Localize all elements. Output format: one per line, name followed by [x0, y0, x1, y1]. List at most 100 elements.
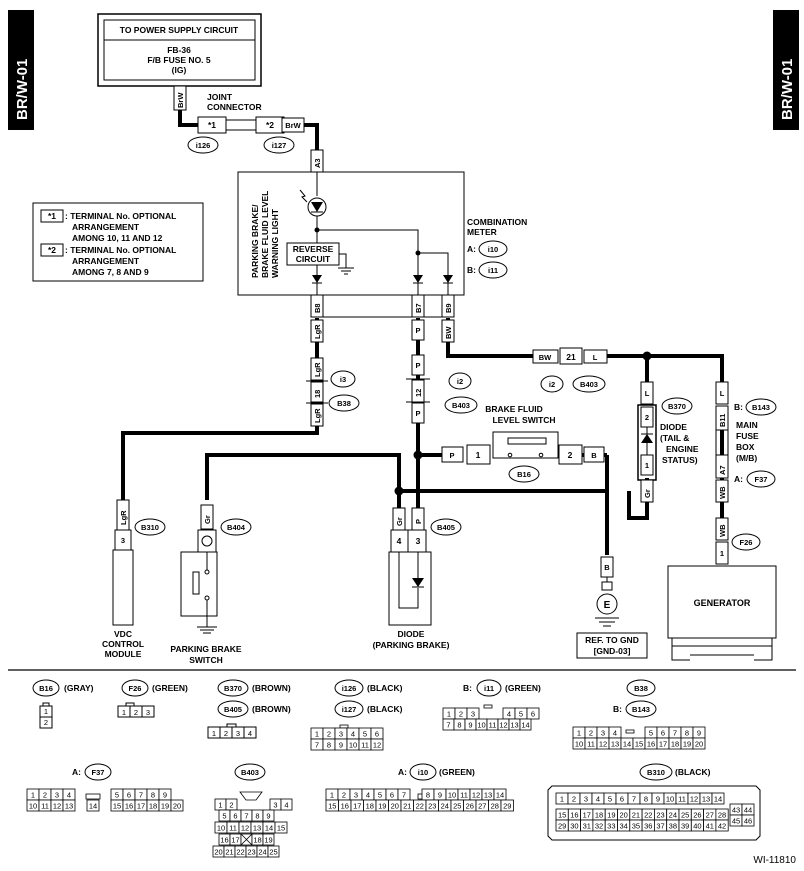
pin-cell — [741, 814, 755, 827]
pin-label: 15 — [635, 740, 643, 749]
pin-label: 13 — [253, 824, 261, 833]
pin-label: 26 — [466, 802, 474, 811]
vdc-label1: VDC — [114, 629, 132, 639]
cv-b405-name: B405 — [224, 705, 242, 714]
f26-pin1: 1 — [720, 549, 724, 558]
pin-label: 4 — [613, 729, 617, 738]
footer-code: WI-11810 — [753, 855, 796, 866]
cv-b143-prefix: B: — [613, 704, 622, 714]
pin-label: 2 — [342, 791, 346, 800]
pin-label: 9 — [468, 721, 472, 730]
pin-label: 21 — [403, 802, 411, 811]
conn-label-f37: F37 — [755, 475, 768, 484]
pin-label: 13 — [484, 791, 492, 800]
cv-f26-pin3: 3 — [146, 708, 150, 717]
wire-label-l-diode: L — [645, 389, 650, 398]
pin-label: 6 — [390, 791, 394, 800]
pin-label: 10 — [575, 740, 583, 749]
lamp-label2: BRAKE FLUID LEVEL — [260, 191, 270, 278]
wire-label-gr-diode: Gr — [643, 489, 652, 498]
pin-label: 8 — [457, 721, 461, 730]
legend-line2-c: AMONG 7, 8 AND 9 — [72, 267, 149, 277]
pin-label: 4 — [507, 710, 511, 719]
pin-label: 2 — [43, 791, 47, 800]
pin-label: 8 — [255, 812, 259, 821]
bfls-pin2: 2 — [568, 450, 573, 460]
pin-label: 10 — [448, 791, 456, 800]
meter-b-prefix: B: — [467, 265, 476, 275]
conn-label-i10: i10 — [488, 245, 498, 254]
pin-label: 41 — [706, 822, 714, 831]
pin-label: 2 — [459, 710, 463, 719]
pin-label: 19 — [161, 802, 169, 811]
wire-label-p-2: P — [415, 361, 420, 370]
diode-pb-label2: (PARKING BRAKE) — [373, 640, 450, 650]
cv-b16-pin1: 1 — [44, 707, 48, 716]
pin-label: 43 — [732, 806, 740, 815]
cv-f37-prefix: A: — [72, 767, 81, 777]
conn-label-f26: F26 — [740, 538, 753, 547]
cv-i126-name: i126 — [342, 684, 357, 693]
pin-label: 1 — [218, 801, 222, 810]
pin-cell — [715, 819, 729, 832]
connector-view-b370-b405: B370 (BROWN) B405 (BROWN) 1 2 3 4 — [207, 679, 291, 739]
brake-fluid-label1: BRAKE FLUID — [485, 404, 543, 414]
cv-i127-name: i127 — [342, 705, 357, 714]
pin-label: 9 — [656, 795, 660, 804]
pin-label: 8 — [327, 741, 331, 750]
power-supply-fuse-id: FB-36 — [167, 45, 191, 55]
pin-label: 9 — [697, 729, 701, 738]
wire-label-bw-vertical: BW — [444, 326, 453, 339]
conn-label-b310: B310 — [141, 523, 159, 532]
pin-label: 12 — [472, 791, 480, 800]
legend-line1-c: AMONG 10, 11 AND 12 — [72, 233, 163, 243]
ground-icon: E — [604, 600, 611, 611]
cv-b370-name: B370 — [224, 684, 242, 693]
pin-label: 11 — [229, 824, 237, 833]
pin-b9: B9 — [444, 303, 453, 313]
pin-label: 33 — [607, 822, 615, 831]
cv-b16-name: B16 — [39, 684, 53, 693]
legend-line2-a: : TERMINAL No. OPTIONAL — [65, 245, 176, 255]
pin-label: 36 — [644, 822, 652, 831]
conn-label-i2-p: i2 — [457, 377, 463, 386]
pin-label: 16 — [341, 802, 349, 811]
pin-label: 6 — [127, 791, 131, 800]
pin-b8: B8 — [313, 303, 322, 313]
pin-label: 22 — [236, 848, 244, 857]
pin-label: 9 — [163, 791, 167, 800]
pin-label: 11 — [489, 721, 497, 730]
pin-label: 39 — [681, 822, 689, 831]
pin-label: 32 — [595, 822, 603, 831]
pin-b7: B7 — [414, 303, 423, 313]
pin-label: 38 — [669, 822, 677, 831]
pin-label: 21 — [225, 848, 233, 857]
meter-a-prefix: A: — [467, 244, 476, 254]
pin-label: 11 — [678, 795, 686, 804]
wire-label-b-bfls: B — [591, 451, 597, 460]
bw-l-connector: BW 21 L i2 B403 — [532, 347, 608, 393]
diode-pb-pin3: 3 — [416, 536, 421, 546]
pin-label: 1 — [447, 710, 451, 719]
cv-i10-prefix: A: — [398, 767, 407, 777]
wire-label-l-fuse: L — [720, 389, 725, 398]
conn-label-b370: B370 — [668, 402, 686, 411]
diode-tail-pin2: 2 — [645, 413, 649, 422]
pin-cell — [526, 707, 540, 720]
cv-b403-name: B403 — [241, 768, 259, 777]
wire-label-wb-2: WB — [718, 524, 727, 537]
pin-label: 20 — [173, 802, 181, 811]
p-wire-connector: P P 12 P i2 B403 BW — [406, 319, 478, 424]
pin-label: 23 — [247, 848, 255, 857]
wire-label-p-bfls: P — [449, 451, 454, 460]
diode-tail-engine: L 2 1 Gr B370 DIODE (TAIL & ENGINE STATU… — [637, 381, 699, 503]
pin-label: 18 — [253, 836, 261, 845]
lgr-wire-connector: LgR LgR 18 LgR i3 B38 — [306, 319, 360, 427]
pin-cell — [711, 792, 725, 805]
pin-label: 13 — [65, 802, 73, 811]
left-section-tab: BR/W-01 — [8, 10, 34, 130]
pin-label: 7 — [315, 741, 319, 750]
wire-label-p-1: P — [415, 326, 420, 335]
